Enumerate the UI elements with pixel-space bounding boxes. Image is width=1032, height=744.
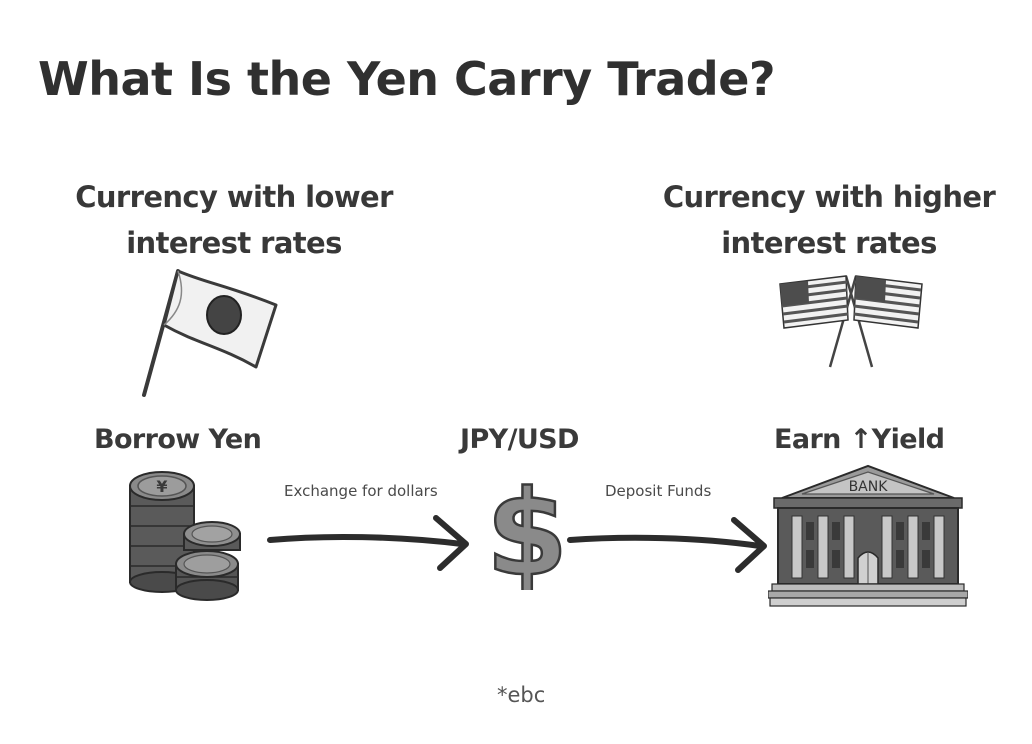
lower-rate-line-1: Currency with lower bbox=[75, 180, 393, 214]
dollar-symbol-text: $ bbox=[486, 470, 568, 590]
yen-coins-icon: ¥ bbox=[129, 471, 241, 601]
deposit-arrow-label: Deposit Funds bbox=[605, 482, 712, 500]
yield-text: Yield bbox=[871, 424, 945, 455]
higher-rate-line-2: interest rates bbox=[721, 226, 937, 260]
higher-rate-line-1: Currency with higher bbox=[662, 180, 996, 214]
earn-yield-label: Earn ↑Yield bbox=[774, 424, 945, 455]
deposit-arrow-icon bbox=[567, 517, 767, 573]
exchange-arrow-label: Exchange for dollars bbox=[284, 482, 438, 500]
exchange-arrow-icon bbox=[267, 515, 469, 571]
lower-rate-line-2: interest rates bbox=[126, 226, 342, 260]
higher-rate-label: Currency with higher interest rates bbox=[640, 174, 1018, 266]
coin-yen-symbol: ¥ bbox=[156, 477, 167, 496]
dollar-sign-icon: $ bbox=[485, 470, 570, 590]
page-title: What Is the Yen Carry Trade? bbox=[38, 52, 776, 106]
arrow-up-icon: ↑ bbox=[849, 424, 873, 455]
currency-pair-label: JPY/USD bbox=[460, 424, 579, 455]
brand-watermark: *ebc bbox=[497, 683, 546, 707]
japan-flag-icon bbox=[142, 269, 278, 397]
bank-icon: BANK bbox=[768, 464, 968, 607]
earn-text: Earn bbox=[774, 424, 850, 455]
borrow-yen-label: Borrow Yen bbox=[94, 424, 262, 455]
lower-rate-label: Currency with lower interest rates bbox=[48, 174, 420, 266]
us-flags-icon bbox=[779, 275, 923, 368]
bank-sign-text: BANK bbox=[849, 479, 889, 495]
